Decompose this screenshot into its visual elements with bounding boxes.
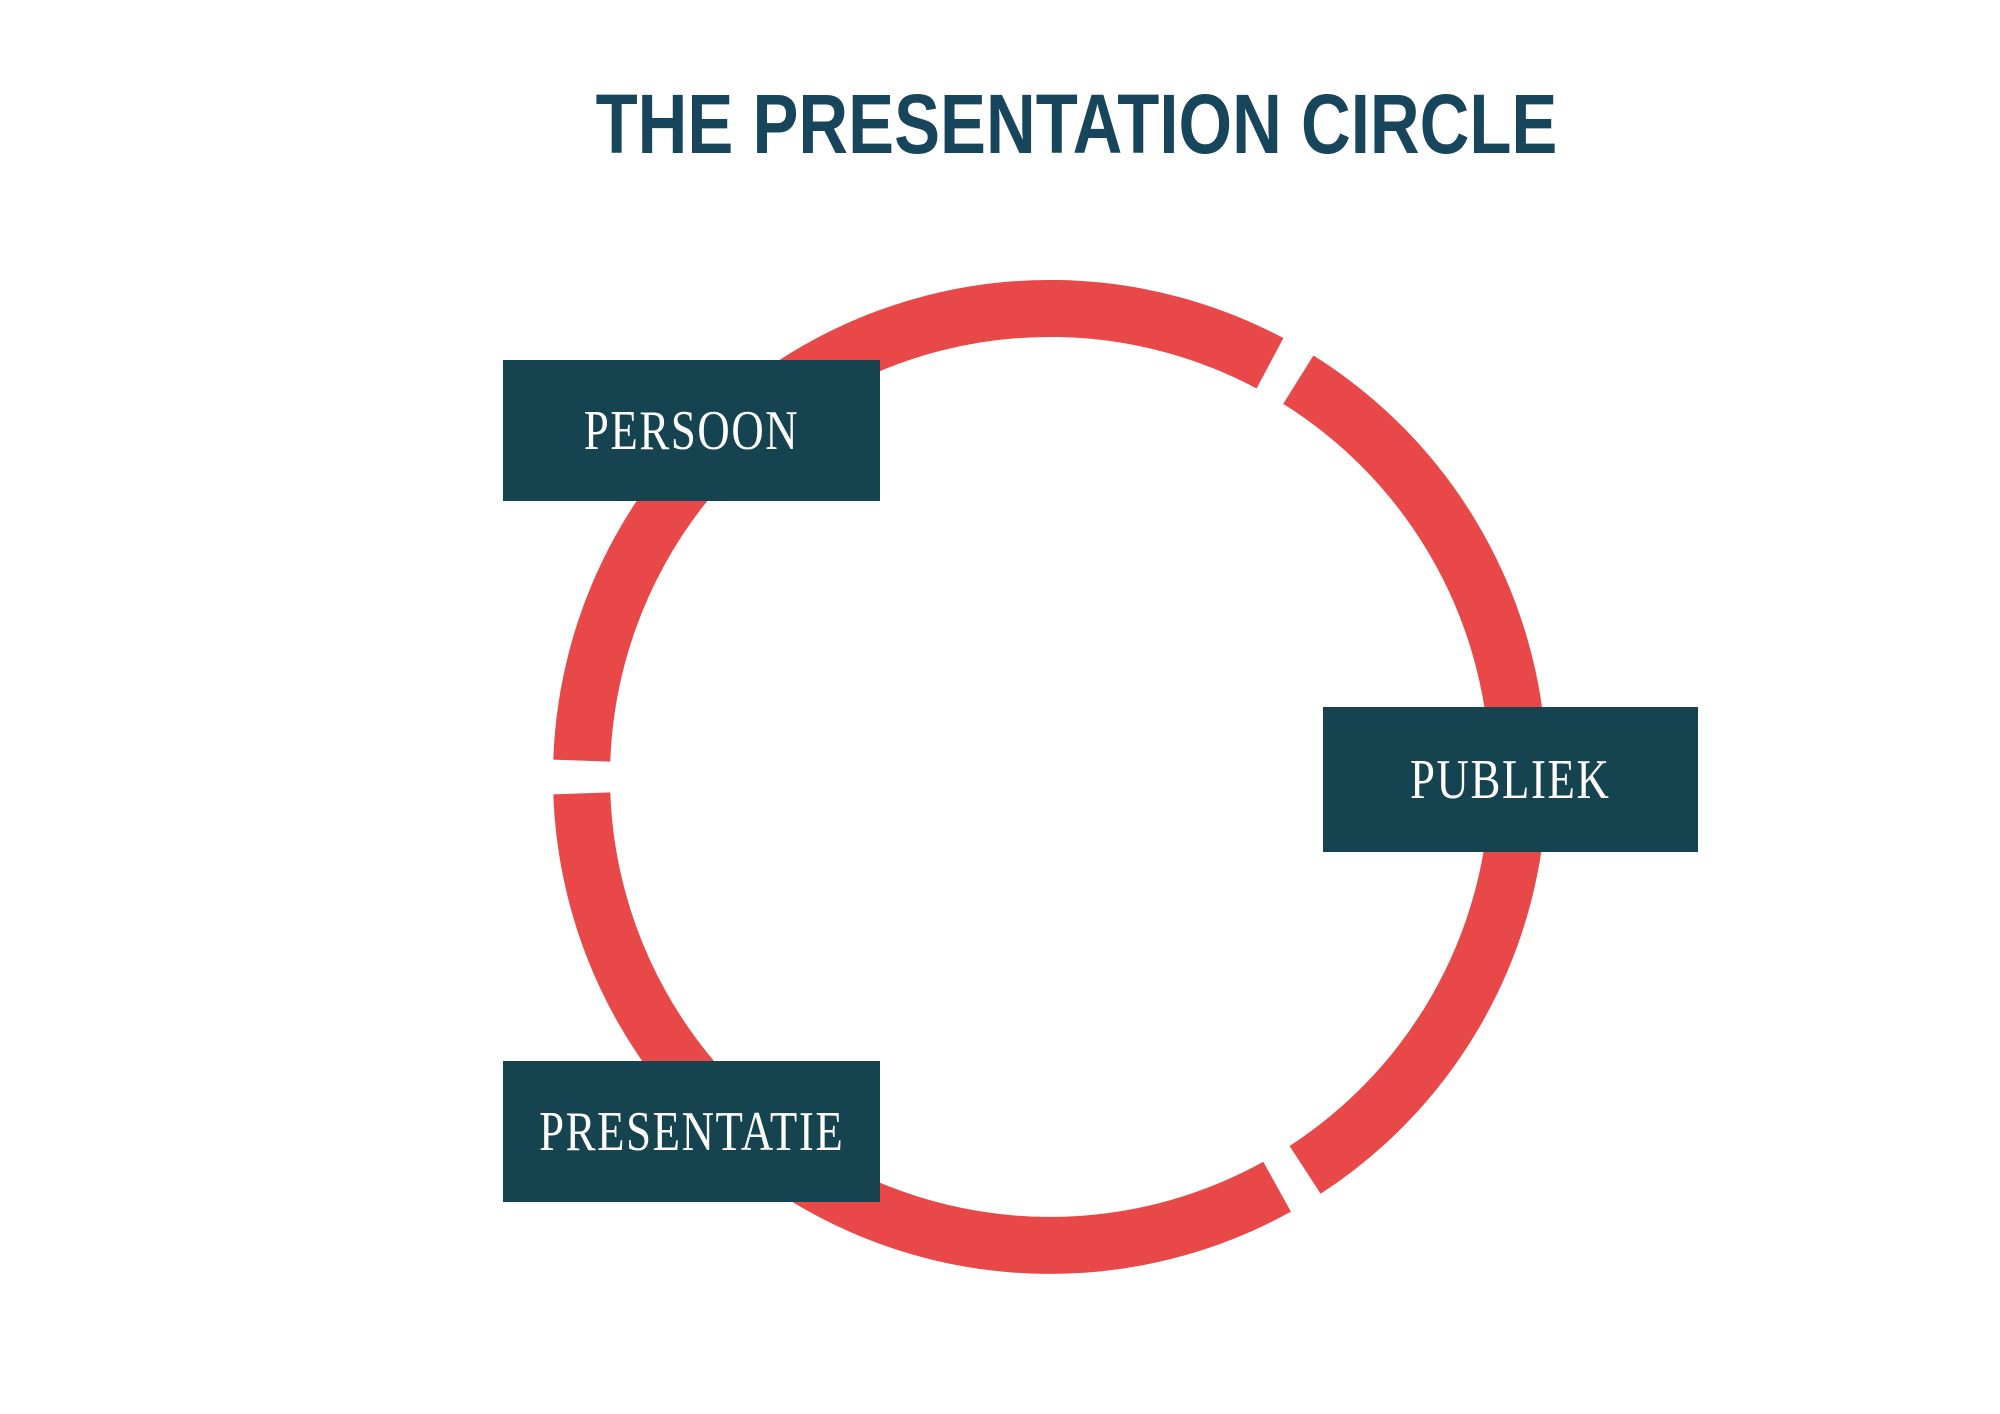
- node-presentatie-label: PRESENTATIE: [538, 1100, 845, 1163]
- page-title-text: THE PRESENTATION CIRCLE: [595, 77, 1557, 171]
- node-persoon-label: PERSOON: [583, 399, 800, 462]
- page-title: THE PRESENTATION CIRCLE: [0, 82, 2000, 166]
- node-publiek-label: PUBLIEK: [1410, 748, 1611, 811]
- node-publiek: PUBLIEK: [1323, 707, 1698, 852]
- node-presentatie: PRESENTATIE: [503, 1061, 880, 1202]
- node-persoon: PERSOON: [503, 360, 880, 501]
